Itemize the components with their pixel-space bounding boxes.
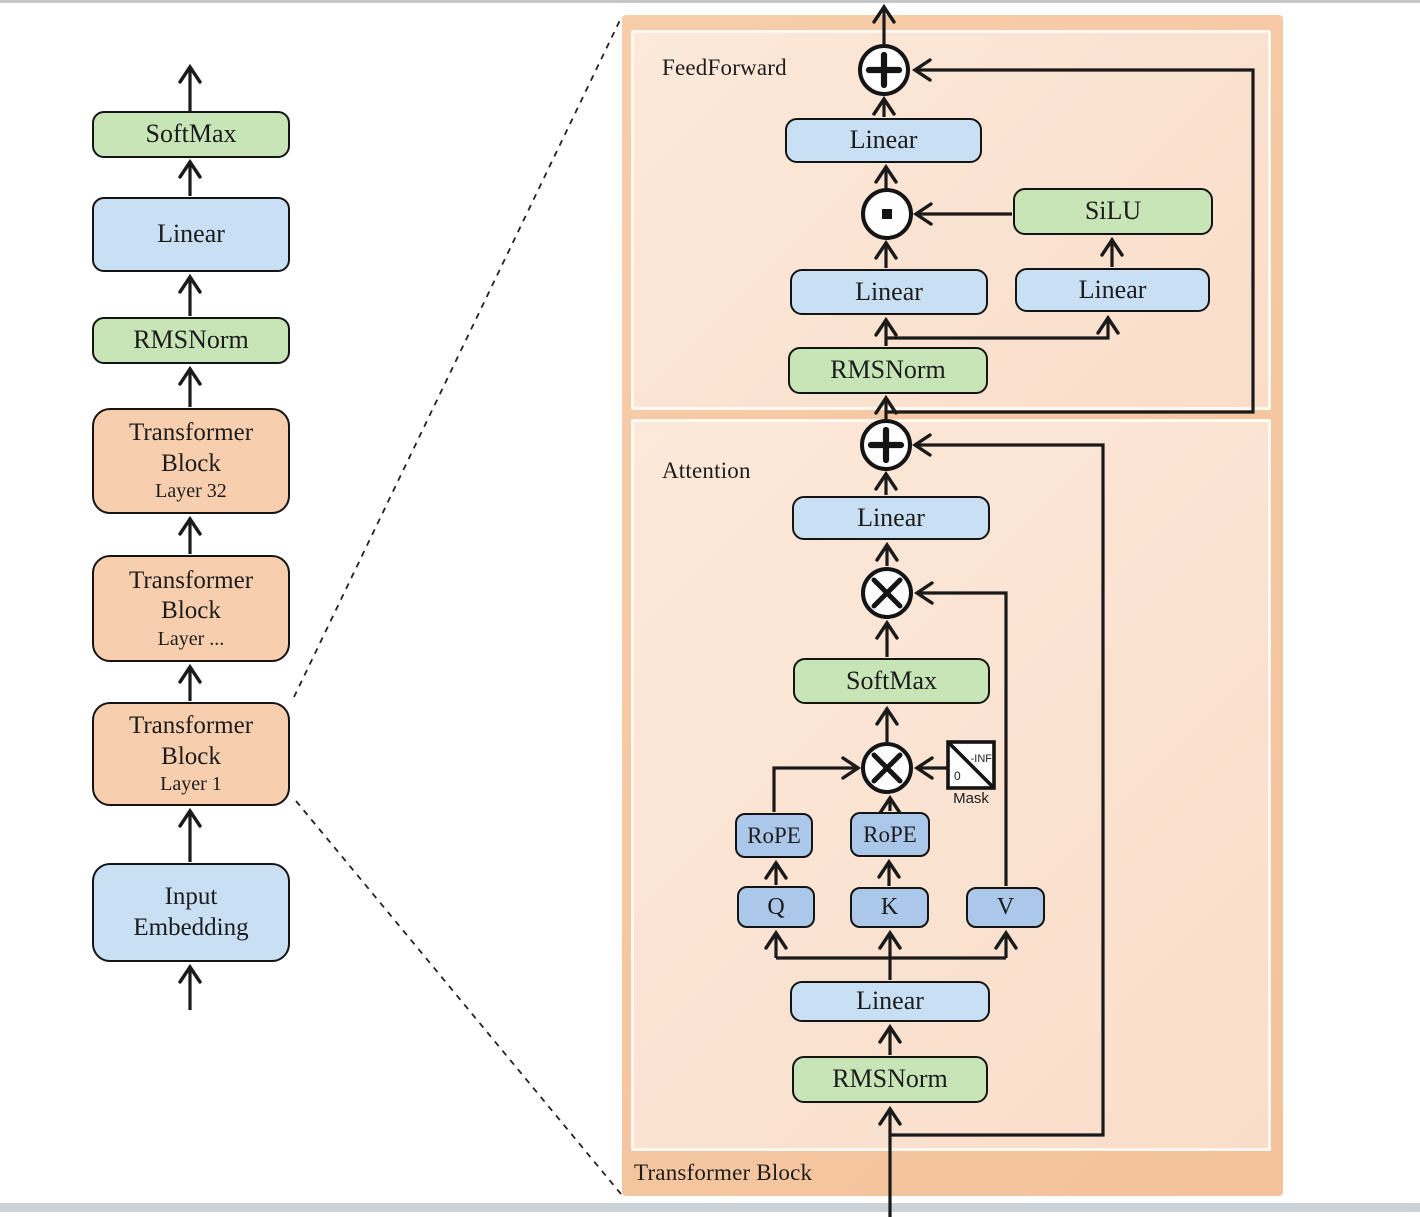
- v-path: [913, 581, 1008, 886]
- rope-q-label: RoPE: [747, 822, 801, 848]
- rope-q: RoPE: [735, 813, 813, 858]
- v-box: V: [966, 887, 1045, 928]
- transformer-block-layer-32: Transformer Block Layer 32: [92, 408, 290, 514]
- window-top-edge: [0, 0, 1420, 3]
- branch-ffrms-up: [886, 314, 1120, 340]
- ff-rmsnorm-label: RMSNorm: [830, 355, 946, 385]
- softmax-block-label: SoftMax: [145, 119, 237, 149]
- transformer-block-label: Transformer Block: [634, 1160, 813, 1185]
- input-embedding-block: Input Embedding: [92, 863, 290, 962]
- feedforward-label: FeedForward: [662, 55, 787, 80]
- ff-linear-up: Linear: [1015, 268, 1210, 312]
- att-rmsnorm: RMSNorm: [792, 1056, 988, 1103]
- rope-k: RoPE: [850, 812, 930, 857]
- zoom-guide-top: [293, 17, 622, 698]
- softmax-block: SoftMax: [92, 111, 290, 158]
- att-linear-out: Linear: [792, 496, 990, 540]
- window-bottom-edge: [0, 1203, 1420, 1212]
- input-embedding-line1: Input: [164, 883, 218, 910]
- ff-silu-label: SiLU: [1084, 196, 1142, 226]
- ff-linear-gate-label: Linear: [855, 276, 923, 306]
- matmul-icon: [861, 742, 913, 794]
- mask-upper-value: -INF: [971, 753, 993, 765]
- linear-block-label: Linear: [157, 219, 225, 249]
- q-box: Q: [737, 886, 815, 928]
- ff-linear-gate: Linear: [790, 269, 988, 315]
- rmsnorm-block-label: RMSNorm: [133, 325, 249, 355]
- att-softmax-label: SoftMax: [846, 665, 937, 695]
- tb1-line2: Block: [161, 742, 221, 770]
- ff-linear-out: Linear: [785, 118, 982, 163]
- ff-residual: [886, 58, 1255, 414]
- ff-linear-out-label: Linear: [849, 125, 918, 155]
- mask-label: Mask: [953, 790, 989, 807]
- ff-rmsnorm: RMSNorm: [788, 347, 988, 394]
- v-label: V: [996, 894, 1015, 921]
- attention-label: Attention: [662, 458, 751, 483]
- att-linear-out-label: Linear: [857, 502, 925, 532]
- att-rmsnorm-label: RMSNorm: [832, 1064, 948, 1094]
- rmsnorm-block: RMSNorm: [92, 317, 290, 364]
- dot-product-icon: [861, 188, 913, 240]
- tbmid-layer: Layer ...: [157, 627, 225, 650]
- k-box: K: [850, 887, 929, 928]
- k-label: K: [880, 894, 899, 921]
- rope-k-label: RoPE: [863, 821, 917, 847]
- linear-block: Linear: [92, 197, 290, 272]
- tb32-line1: Transformer: [128, 419, 254, 446]
- tb1-line1: Transformer: [128, 712, 254, 739]
- att-linear-qkv-label: Linear: [856, 986, 924, 1016]
- att-softmax: SoftMax: [793, 658, 990, 704]
- ff-linear-up-label: Linear: [1078, 274, 1147, 304]
- transformer-block-layer-1: Transformer Block Layer 1: [92, 702, 290, 806]
- tb32-line2: Block: [161, 449, 221, 477]
- tbmid-line2: Block: [161, 597, 221, 624]
- mask-lower-value: 0: [954, 769, 961, 783]
- tbmid-line1: Transformer: [128, 566, 254, 594]
- q-label: Q: [767, 893, 785, 920]
- att-linear-qkv: Linear: [790, 981, 990, 1022]
- tb32-layer: Layer 32: [155, 480, 227, 502]
- ff-silu: SiLU: [1013, 188, 1213, 235]
- causal-mask-icon: -INF 0 Mask: [946, 740, 996, 807]
- attention-residual: [890, 433, 1105, 1137]
- ropeq-path: [772, 756, 862, 812]
- zoom-guide-bottom: [295, 800, 622, 1195]
- add-icon: [860, 419, 912, 471]
- input-embedding-line2: Embedding: [133, 913, 249, 941]
- transformer-block-layer-mid: Transformer Block Layer ...: [92, 555, 290, 662]
- add-icon: [858, 44, 910, 96]
- tb1-layer: Layer 1: [160, 773, 222, 795]
- matmul-icon: [861, 567, 913, 619]
